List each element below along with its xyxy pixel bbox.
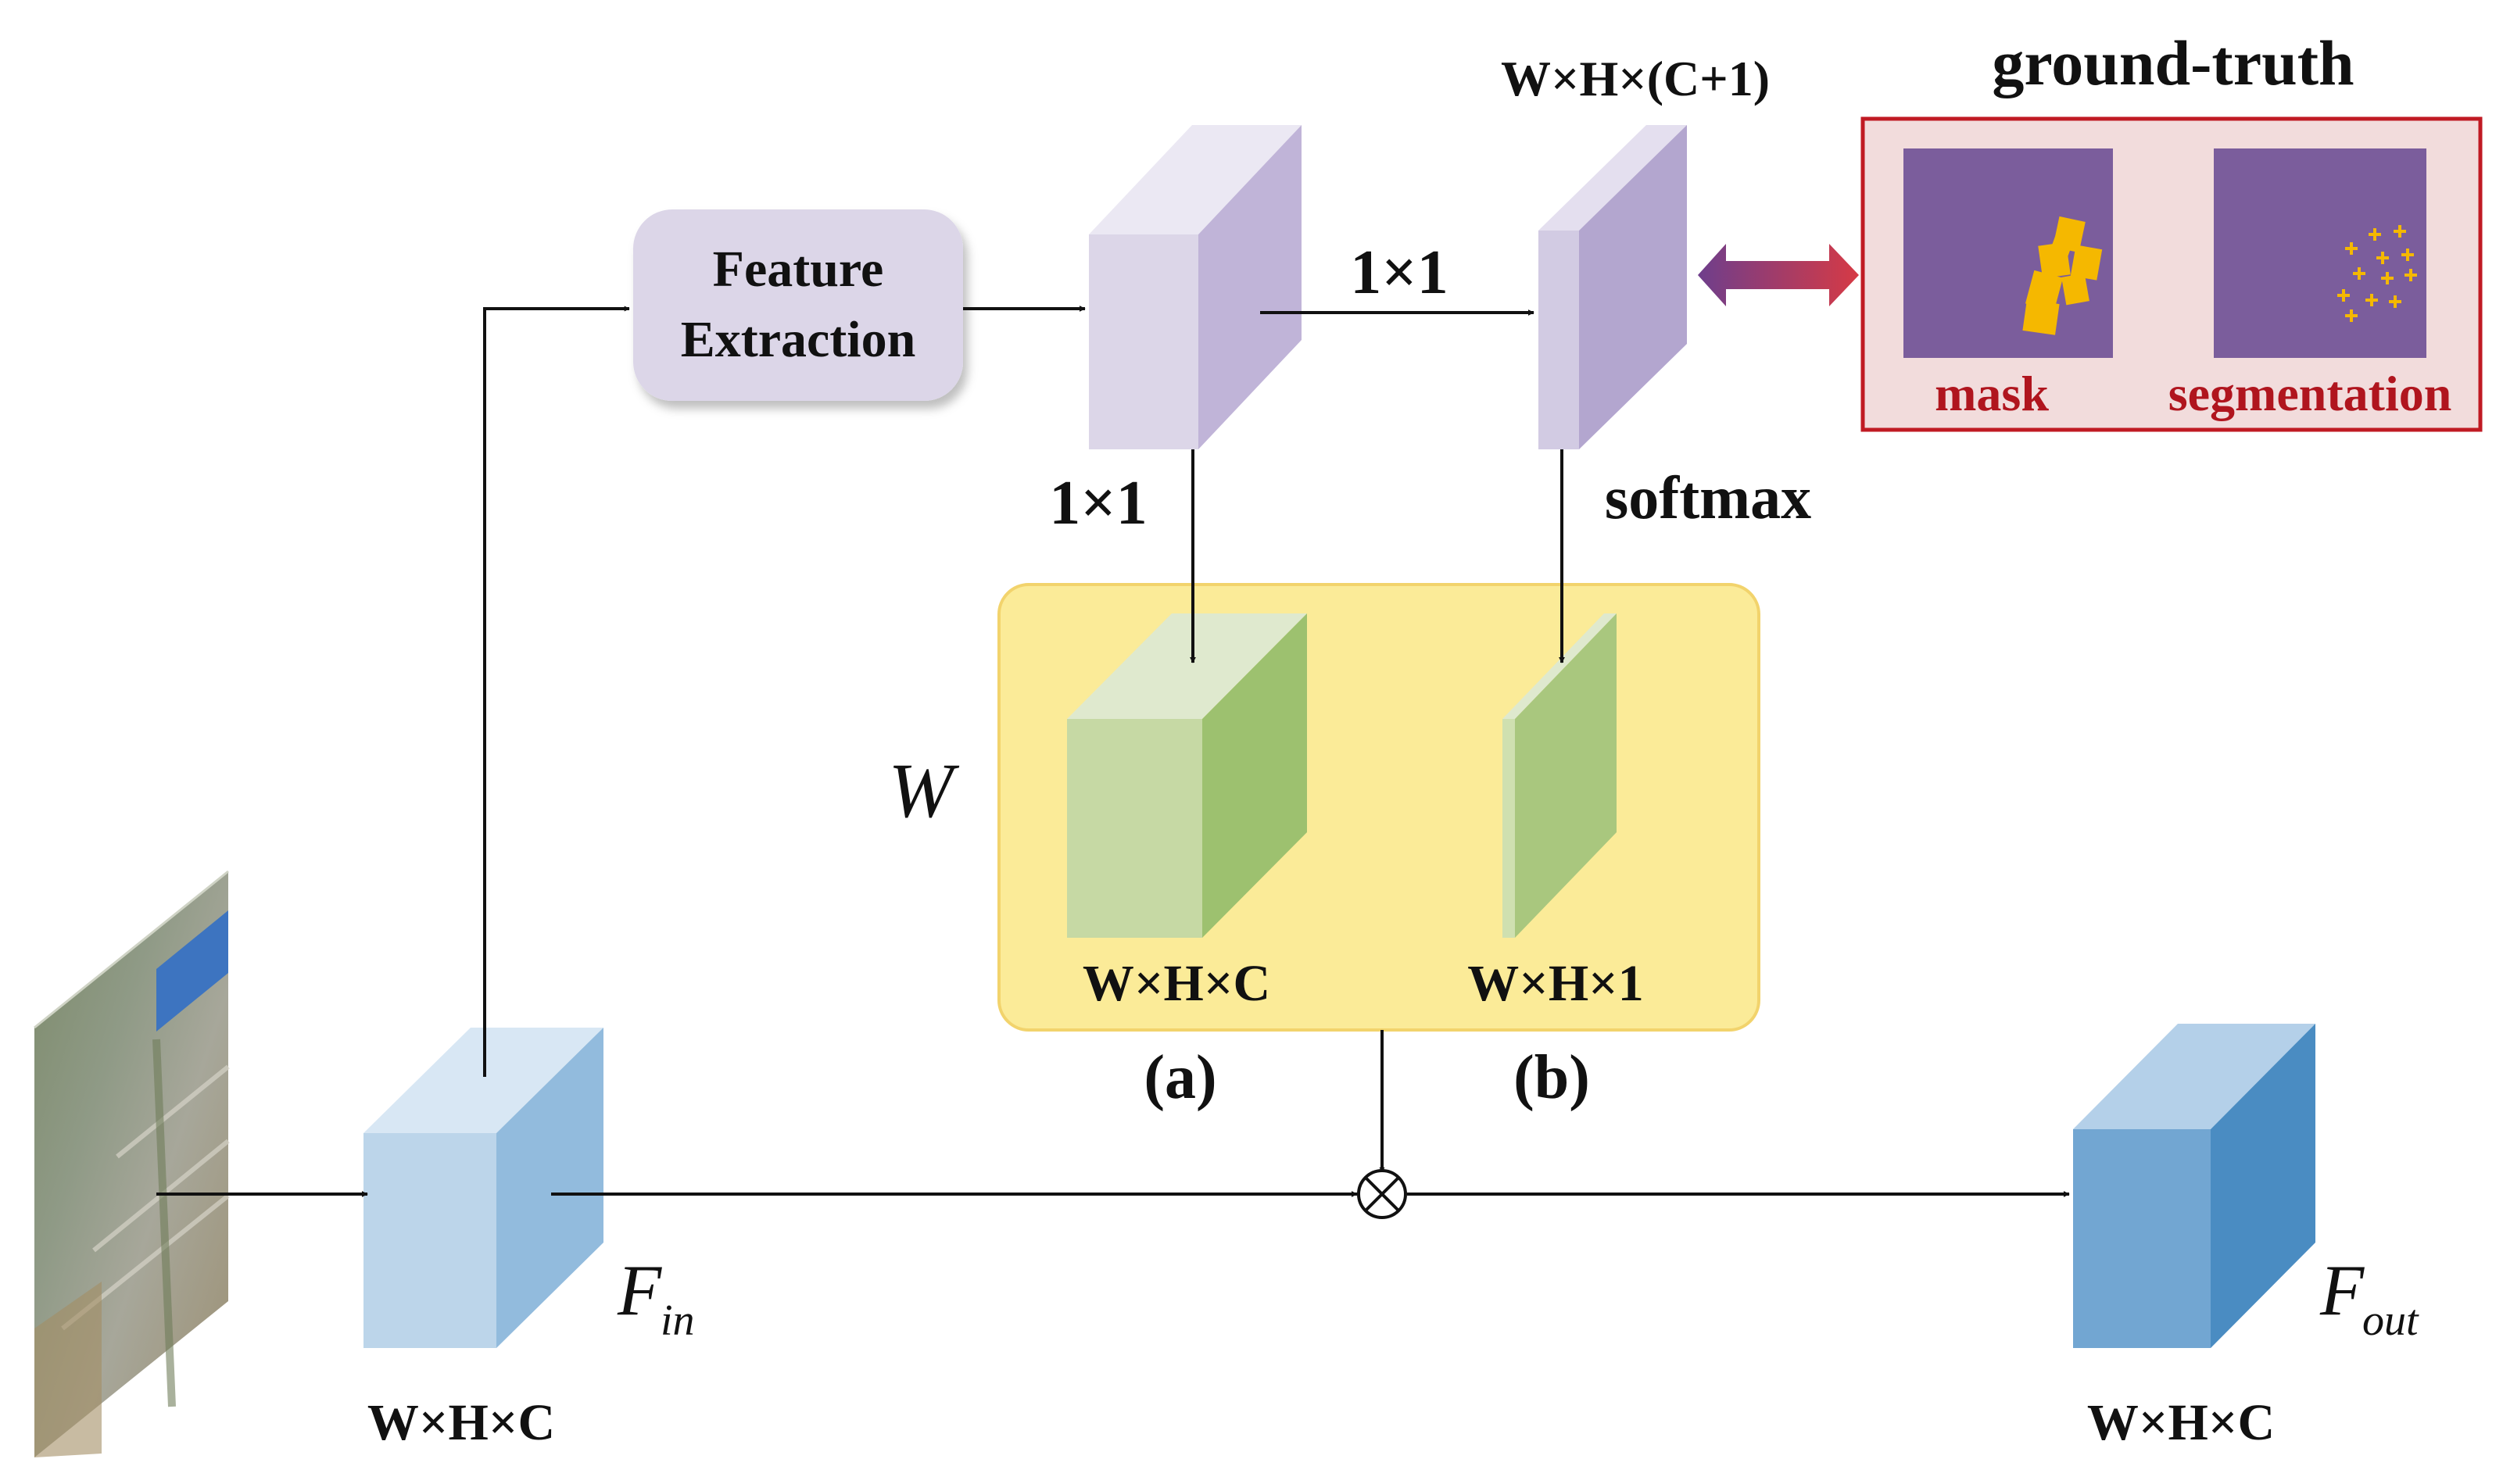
weight-cube-a	[1067, 613, 1307, 938]
input-aerial-image	[34, 870, 230, 1457]
comparison-double-arrow	[1698, 244, 1859, 306]
cube-in-front	[363, 1133, 496, 1348]
dims-out-label: W×H×C	[2087, 1394, 2275, 1451]
ground-truth-title: ground-truth	[1992, 27, 2354, 98]
dims-a-label: W×H×C	[1083, 955, 1270, 1012]
mask-label: mask	[1935, 366, 2049, 421]
feature-extraction-label-1: Feature	[713, 241, 884, 298]
f-in-subscript: in	[661, 1296, 695, 1345]
dims-b-label: W×H×1	[1467, 955, 1644, 1012]
softmax-label: softmax	[1605, 463, 1811, 531]
class-score-cube	[1538, 125, 1687, 449]
segmentation-label: segmentation	[2168, 366, 2452, 421]
output-dims-label: W×H×(C+1)	[1501, 51, 1770, 106]
intermediate-feature-cube	[1089, 125, 1302, 449]
dims-in-label: W×H×C	[367, 1394, 555, 1451]
input-feature-cube	[363, 1028, 603, 1348]
cube-out-front	[2073, 1129, 2211, 1348]
mask-objects	[2022, 216, 2103, 335]
ground-truth-panel	[1860, 116, 2483, 432]
conv-left-label: 1×1	[1049, 469, 1148, 538]
arrow-input-to-feature-extraction	[483, 306, 630, 1077]
output-feature-cube	[2073, 1024, 2315, 1348]
feature-extraction-label-2: Extraction	[681, 311, 916, 368]
feature-extraction-box	[633, 209, 963, 401]
feature-extraction-shape	[633, 209, 963, 401]
f-in-symbol: F	[617, 1250, 662, 1330]
tag-b-label: (b)	[1513, 1043, 1590, 1112]
conv-top-label: 1×1	[1350, 238, 1448, 307]
segmentation-image	[2214, 148, 2426, 358]
cube-in-side	[496, 1028, 603, 1348]
tag-a-label: (a)	[1144, 1043, 1216, 1112]
multiply-node	[1357, 1169, 1407, 1219]
segmentation-objects	[2337, 225, 2417, 322]
weight-slab-b	[1502, 613, 1617, 938]
cube-out-top	[2073, 1024, 2315, 1129]
f-out-subscript: out	[2362, 1296, 2419, 1345]
cube-in-top	[363, 1028, 603, 1133]
cube-out-side	[2211, 1024, 2315, 1348]
weight-symbol: W	[888, 747, 959, 834]
f-out-symbol: F	[2319, 1250, 2365, 1330]
